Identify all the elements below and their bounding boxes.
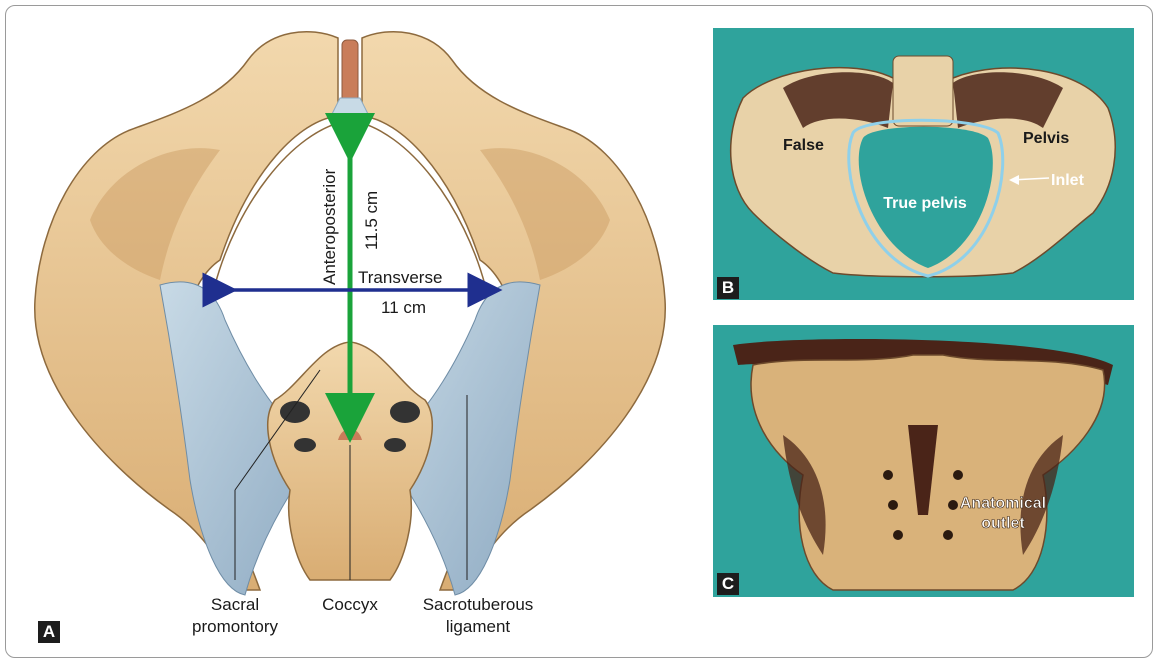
false-label: False [783,137,824,154]
sacrotuberous-label-line2: ligament [446,617,511,636]
sacral-foramen-photo [893,530,903,540]
inlet-label: Inlet [1051,172,1085,189]
panel-label-b: B [717,277,739,299]
sacral-foramen-photo [943,530,953,540]
panel-c-photo: Anatomical outlet [713,325,1134,597]
pelvis-outlet-photo-drawing: Anatomical outlet [713,325,1134,597]
panel-label-c: C [717,573,739,595]
sacral-foramen [294,438,316,452]
panel-a-illustration: Anteroposterior 11.5 cm Transverse 11 cm… [20,20,700,650]
sacral-foramen-photo [948,500,958,510]
coccyx-label: Coccyx [322,595,378,614]
pelvis-inlet-photo-drawing: False Pelvis True pelvis Inlet [713,28,1134,300]
sacral-foramen [390,401,420,423]
true-pelvis-label: True pelvis [883,195,967,212]
transverse-value: 11 cm [381,298,426,317]
sacral-foramen [384,438,406,452]
sacral-label-line2: promontory [192,617,278,636]
sacral-label-line1: Sacral [211,595,259,614]
panel-b-photo: False Pelvis True pelvis Inlet [713,28,1134,300]
pelvis-label: Pelvis [1023,130,1069,147]
anteroposterior-label: Anteroposterior [320,168,339,285]
sacral-foramen-photo [883,470,893,480]
outlet-label: outlet [981,515,1025,532]
anatomical-label: Anatomical [960,495,1046,512]
lumbar-vertebra [893,56,953,126]
panel-label-a: A [38,621,60,643]
anteroposterior-value: 11.5 cm [362,191,381,250]
sacral-foramen-photo [888,500,898,510]
sacral-foramen-photo [953,470,963,480]
transverse-label: Transverse [358,268,442,287]
sacrotuberous-label-line1: Sacrotuberous [423,595,534,614]
